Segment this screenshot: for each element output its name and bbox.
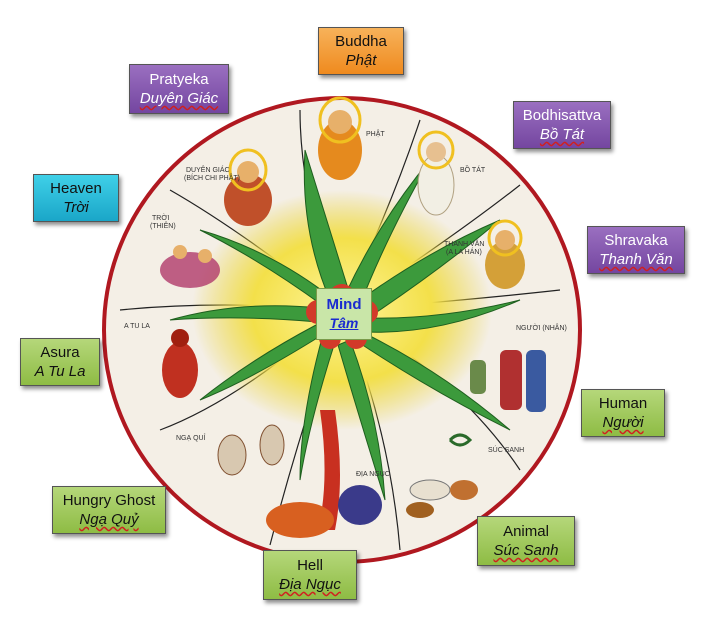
wheel-label-phat: PHẬT: [366, 129, 385, 138]
label-hungry-ghost-en: Hungry Ghost: [62, 492, 156, 509]
label-asura-en: Asura: [40, 344, 80, 361]
label-bodhisattva-en: Bodhisattva: [522, 107, 602, 124]
star-rays: [169, 149, 521, 501]
center-label-vi: Tâm: [329, 315, 359, 331]
label-pratyeka-vi: Duyên Giác: [139, 90, 219, 107]
label-heaven-en: Heaven: [50, 180, 102, 197]
realm-figures: [160, 96, 546, 538]
label-buddha-en: Buddha: [335, 33, 387, 50]
label-pratyeka-en: Pratyeka: [149, 71, 209, 88]
label-asura-vi: A Tu La: [34, 363, 86, 380]
wheel-label-a-tu-la: A TU LA: [124, 323, 150, 330]
label-pratyeka: Pratyeka Duyên Giác: [129, 64, 229, 114]
wheel-label-troi: TRỜI: [152, 213, 169, 222]
wheel-label-thien: (THIÊN): [150, 221, 176, 230]
wheel-label-suc-sanh: SÚC SANH: [488, 445, 524, 454]
label-buddha: Buddha Phật: [318, 27, 404, 75]
wheel-label-dia-nguc: ĐỊA NGỤC: [356, 471, 390, 478]
center-mind-box: Mind Tâm: [316, 288, 372, 340]
wheel-label-thanh-van: THANH VĂN: [444, 239, 484, 248]
label-human-vi: Người: [602, 414, 644, 431]
label-bodhisattva-vi: Bồ Tát: [539, 126, 585, 143]
label-human: Human Người: [581, 389, 665, 437]
wheel-label-a-la-han: (A LA HÁN): [446, 247, 482, 256]
label-heaven-vi: Trời: [63, 199, 89, 216]
label-heaven: Heaven Trời: [33, 174, 119, 222]
label-buddha-vi: Phật: [345, 52, 377, 69]
label-animal-vi: Súc Sanh: [493, 542, 559, 559]
label-hungry-ghost-vi: Ngạ Quỷ: [79, 511, 139, 528]
label-shravaka-en: Shravaka: [604, 232, 668, 249]
label-hell-en: Hell: [297, 557, 323, 574]
label-hungry-ghost: Hungry Ghost Ngạ Quỷ: [52, 486, 166, 534]
wheel-label-duyen-giac: DUYÊN GIÁC: [186, 165, 230, 174]
label-bodhisattva: Bodhisattva Bồ Tát: [513, 101, 611, 149]
label-shravaka-vi: Thanh Văn: [599, 251, 673, 268]
label-hell-vi: Địa Ngục: [279, 576, 341, 593]
label-animal-en: Animal: [503, 523, 549, 540]
label-animal: Animal Súc Sanh: [477, 516, 575, 566]
label-asura: Asura A Tu La: [20, 338, 100, 386]
wheel-label-bo-tat: BỒ TÁT: [460, 164, 486, 174]
wheel-label-nga-qui: NGẠ QUỈ: [176, 433, 206, 442]
label-shravaka: Shravaka Thanh Văn: [587, 226, 685, 274]
center-label-en: Mind: [326, 296, 362, 313]
wheel-label-nguoi: NGƯỜI (NHÂN): [516, 323, 567, 332]
wheel-label-bich-chi-phat: (BÍCH CHI PHẬT): [184, 173, 240, 182]
label-human-en: Human: [598, 395, 648, 412]
label-hell: Hell Địa Ngục: [263, 550, 357, 600]
